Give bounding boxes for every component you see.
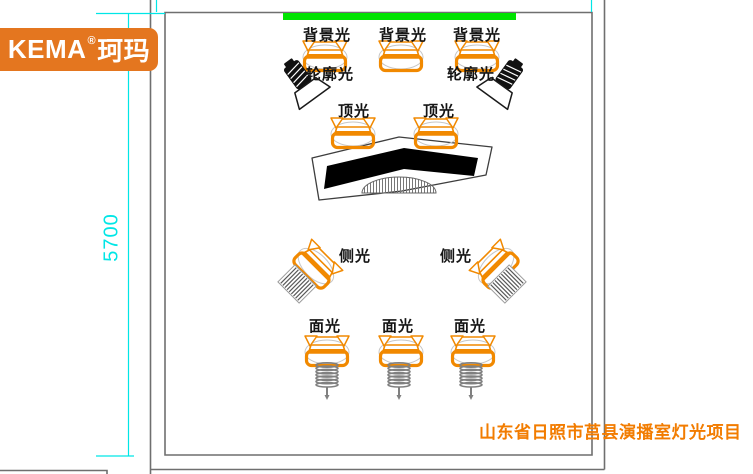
dimension-value: 5700 [100, 213, 123, 262]
side-light-louver-icon [277, 264, 317, 304]
project-title: 山东省日照市莒县演播室灯光项目 [479, 423, 742, 442]
front-light-icon [449, 334, 497, 368]
front-light-label: 面光 [453, 318, 487, 335]
top-light-label: 顶光 [337, 103, 371, 120]
desk-front-fan [361, 176, 437, 194]
kema-logo: KEMA®珂玛 [0, 28, 158, 71]
background-light-label: 背景光 [378, 27, 428, 44]
top-light-icon [329, 116, 377, 150]
rim-light-label: 轮廓光 [446, 66, 496, 83]
top-light-label: 顶光 [422, 103, 456, 120]
logo-latin: KEMA [7, 34, 87, 64]
front-light-icon [303, 334, 351, 368]
side-light-label: 侧光 [439, 248, 473, 265]
background-light-label: 背景光 [452, 27, 502, 44]
registered-mark-icon: ® [87, 34, 97, 47]
logo-cjk: 珂玛 [97, 36, 151, 66]
front-light-label: 面光 [308, 318, 342, 335]
background-light-label: 背景光 [302, 27, 352, 44]
news-desk [311, 136, 493, 201]
spring-hanger-icon [315, 361, 339, 401]
side-light-label: 侧光 [338, 248, 372, 265]
spring-hanger-icon [387, 361, 411, 401]
cyclorama-green-strip [283, 13, 516, 20]
front-light-label: 面光 [381, 318, 415, 335]
rim-light-label: 轮廓光 [305, 66, 355, 83]
background-light-icon [377, 39, 425, 73]
studio-walls [0, 0, 606, 474]
spring-hanger-icon [459, 361, 483, 401]
dimension-lines [96, 0, 593, 457]
front-light-icon [377, 334, 425, 368]
